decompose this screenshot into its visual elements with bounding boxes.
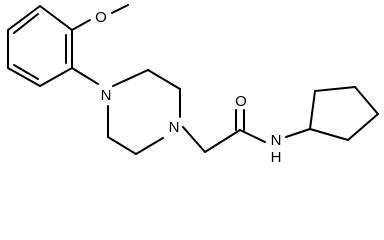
amide-nitrogen-label: N: [271, 132, 282, 149]
acetamide-chain: [182, 109, 311, 153]
methoxy-oxygen-label: O: [95, 9, 107, 26]
molecule-diagram: O N N O N H: [7, 4, 379, 166]
piperazine-n-alkyl-label: N: [169, 119, 180, 136]
piperazine-n-aryl-label: N: [101, 87, 112, 104]
amide-hydrogen-label: H: [271, 149, 282, 166]
aryl-n-bond: [71, 67, 99, 85]
benzene-ring: [7, 5, 73, 87]
carbonyl-oxygen-label: O: [235, 93, 247, 110]
methoxy-group: [71, 4, 129, 31]
structure-canvas: O N N O N H: [7, 4, 379, 166]
piperazine-ring: [107, 69, 181, 155]
cyclopentane-ring: [309, 86, 379, 141]
